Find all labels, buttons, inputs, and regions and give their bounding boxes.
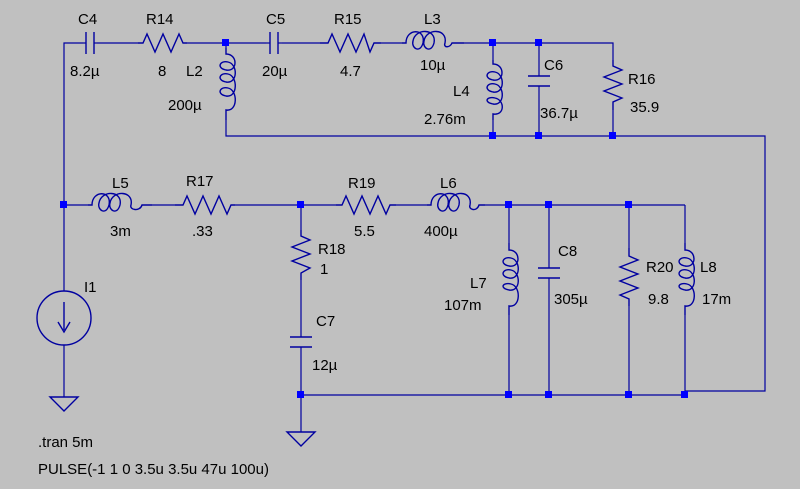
r20-ref-label: R20 [646, 259, 674, 276]
r14-ref-label: R14 [146, 11, 174, 28]
component-labels: C4 8.2µ R14 8 C5 20µ R15 4.7 L3 10µ L2 2… [70, 11, 731, 374]
inductor-l4[interactable] [486, 60, 503, 120]
inductor-l3[interactable] [402, 30, 464, 50]
l4-ref-label: L4 [453, 83, 470, 100]
capacitor-c7[interactable] [290, 336, 312, 348]
r17-ref-label: R17 [186, 173, 214, 190]
l8-ref-label: L8 [700, 259, 717, 276]
junction-node [60, 201, 67, 208]
inductor-l5[interactable] [88, 192, 152, 212]
wires [63, 42, 766, 432]
junction-node [505, 201, 512, 208]
c4-ref-label: C4 [78, 11, 97, 28]
l7-ref-label: L7 [470, 275, 487, 292]
junction-node [535, 39, 542, 46]
r19-ref-label: R19 [348, 175, 376, 192]
capacitor-c4[interactable] [83, 32, 97, 54]
l2-ref-label: L2 [186, 63, 203, 80]
junction-node [625, 391, 632, 398]
r16-value-label: 35.9 [630, 99, 659, 116]
junction-node [505, 391, 512, 398]
resistor-r18[interactable] [290, 230, 312, 280]
r16-ref-label: R16 [628, 71, 656, 88]
c4-value-label: 8.2µ [70, 63, 100, 80]
c5-ref-label: C5 [266, 11, 285, 28]
junction-node [297, 391, 304, 398]
i1-ref-label: I1 [84, 279, 97, 296]
pulse-directive: PULSE(-1 1 0 3.5u 3.5u 47u 100u) [38, 461, 269, 478]
c7-value-label: 12µ [312, 357, 338, 374]
spice-directives: .tran 5m PULSE(-1 1 0 3.5u 3.5u 47u 100u… [38, 434, 269, 478]
l3-value-label: 10µ [420, 57, 446, 74]
junction-node [545, 391, 552, 398]
resistor-r14[interactable] [138, 32, 187, 54]
junction-node [297, 201, 304, 208]
r19-value-label: 5.5 [354, 223, 375, 240]
l6-value-label: 400µ [424, 223, 458, 240]
r20-value-label: 9.8 [648, 291, 669, 308]
junction-node [681, 391, 688, 398]
inductor-l6[interactable] [427, 192, 485, 212]
inductor-l7[interactable] [502, 243, 519, 315]
junction-node [535, 132, 542, 139]
ground-symbol-middle [285, 431, 317, 447]
junction-node [489, 39, 496, 46]
c6-ref-label: C6 [544, 57, 563, 74]
l5-value-label: 3m [110, 223, 131, 240]
c8-ref-label: C8 [558, 243, 577, 260]
capacitor-c8[interactable] [538, 267, 560, 279]
l4-value-label: 2.76m [424, 111, 466, 128]
resistor-r20[interactable] [618, 248, 640, 306]
r15-value-label: 4.7 [340, 63, 361, 80]
r15-ref-label: R15 [334, 11, 362, 28]
c5-value-label: 20µ [262, 63, 288, 80]
l6-ref-label: L6 [440, 175, 457, 192]
resistor-r19[interactable] [336, 194, 396, 216]
l8-value-label: 17m [702, 291, 731, 308]
junction-node [489, 132, 496, 139]
r17-value-label: .33 [192, 223, 213, 240]
r18-ref-label: R18 [318, 241, 346, 258]
current-source-i1[interactable] [36, 290, 92, 346]
junction-node [609, 132, 616, 139]
r14-value-label: 8 [158, 63, 166, 80]
ground-symbol-left [48, 396, 80, 412]
tran-directive: .tran 5m [38, 434, 93, 451]
l3-ref-label: L3 [424, 11, 441, 28]
c8-value-label: 305µ [554, 291, 588, 308]
resistor-r15[interactable] [320, 32, 381, 54]
inductor-l2[interactable] [219, 48, 236, 120]
l5-ref-label: L5 [112, 175, 129, 192]
junction-node [625, 201, 632, 208]
capacitor-c5[interactable] [266, 32, 282, 54]
inductor-l8[interactable] [678, 243, 695, 315]
junction-node [545, 201, 552, 208]
c7-ref-label: C7 [316, 313, 335, 330]
junction-node [222, 39, 229, 46]
l7-value-label: 107m [444, 297, 482, 314]
junction-nodes [60, 39, 688, 398]
r18-value-label: 1 [320, 261, 328, 278]
resistor-r16[interactable] [602, 60, 624, 110]
c6-value-label: 36.7µ [540, 105, 578, 122]
capacitor-c6[interactable] [528, 75, 550, 87]
l2-value-label: 200µ [168, 97, 202, 114]
resistor-r17[interactable] [175, 194, 235, 216]
